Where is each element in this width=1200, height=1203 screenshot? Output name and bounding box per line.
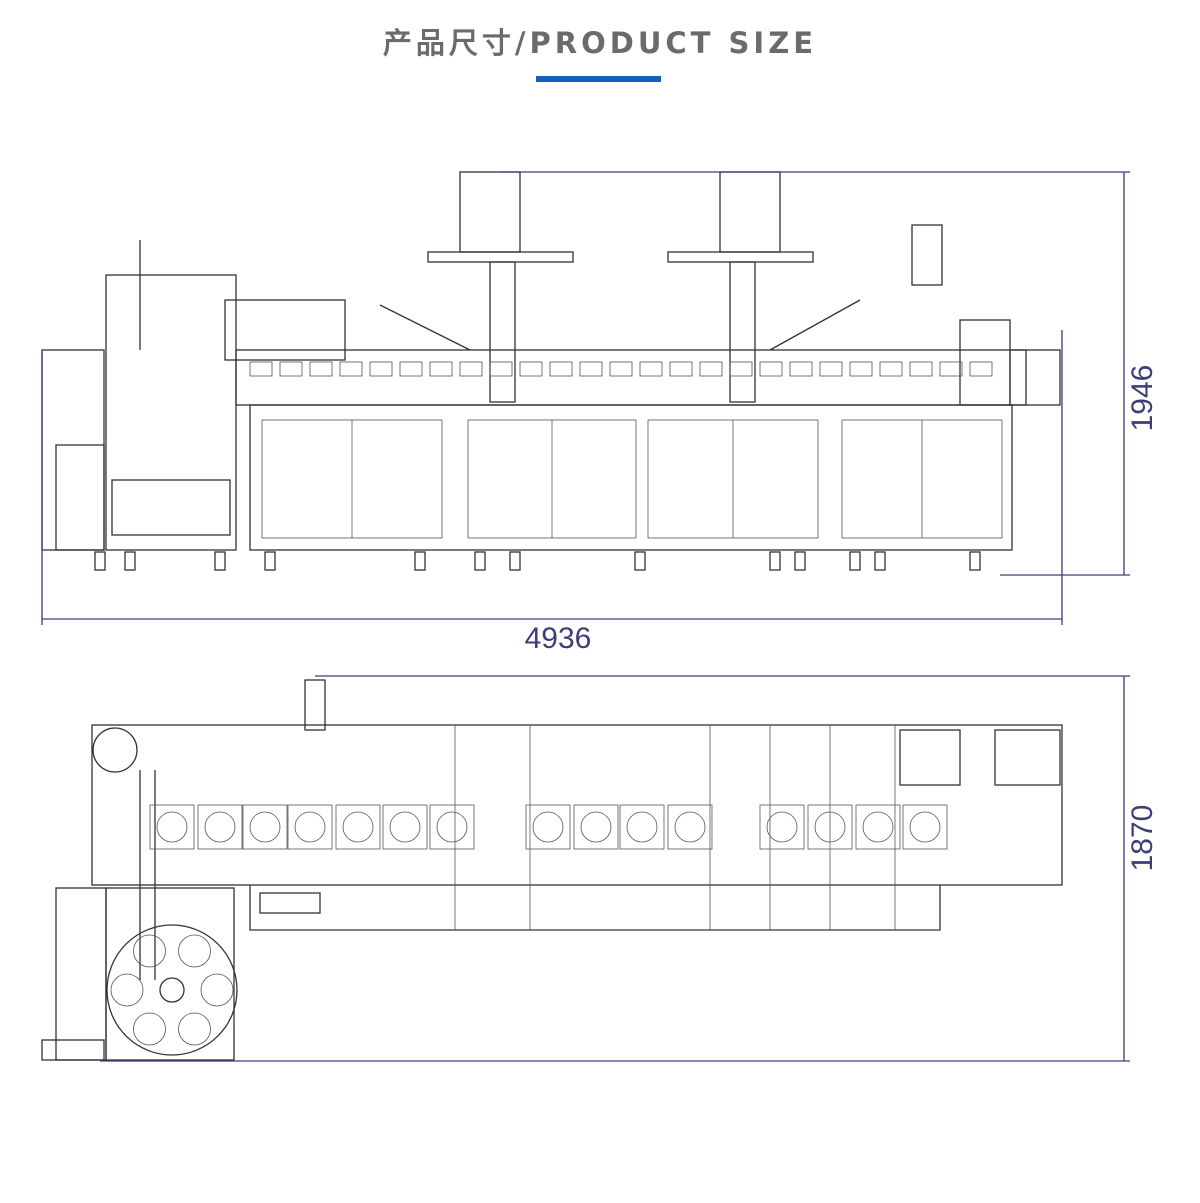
conveyor-fixture (399, 361, 423, 377)
conveyor-fixture (339, 361, 363, 377)
fixture-disc (909, 811, 941, 843)
leveling-foot (849, 551, 861, 571)
fixture-station (855, 804, 901, 850)
conveyor-fixture (909, 361, 933, 377)
rotary-station (200, 973, 234, 1007)
conveyor-fixture (519, 361, 543, 377)
conveyor-fixture (309, 361, 333, 377)
fixture-disc (626, 811, 658, 843)
front-view (41, 171, 1061, 571)
conveyor-fixture (669, 361, 693, 377)
conveyor-fixture (369, 361, 393, 377)
fixture-disc (204, 811, 236, 843)
fixture-disc (580, 811, 612, 843)
length-dimension: 4936 (525, 622, 592, 655)
fixture-station (429, 804, 475, 850)
fixture-disc (342, 811, 374, 843)
leveling-foot (634, 551, 646, 571)
fixture-station (902, 804, 948, 850)
conveyor-fixture (819, 361, 843, 377)
fixture-disc (436, 811, 468, 843)
section-title: 产品尺寸/PRODUCT SIZE (382, 26, 818, 60)
fixture-station (287, 804, 333, 850)
conveyor-fixture (579, 361, 603, 377)
rotary-station (178, 934, 211, 968)
leveling-foot (794, 551, 806, 571)
conveyor-fixture (609, 361, 633, 377)
rotary-station (133, 1012, 166, 1046)
leveling-foot (214, 551, 226, 571)
fixture-disc (156, 811, 188, 843)
fixture-disc (862, 811, 894, 843)
rotary-station (133, 934, 166, 968)
conveyor-fixture (759, 361, 783, 377)
title-underline (536, 76, 661, 82)
conveyor-fixture (789, 361, 813, 377)
leveling-foot (94, 551, 106, 571)
width-dimension: 1870 (1126, 805, 1159, 872)
conveyor-fixture (939, 361, 963, 377)
conveyor-fixture (879, 361, 903, 377)
fixture-station (759, 804, 805, 850)
leveling-foot (414, 551, 426, 571)
fixture-station (197, 804, 243, 850)
fixture-station (525, 804, 571, 850)
fixture-station (242, 804, 288, 850)
fixture-station (573, 804, 619, 850)
conveyor-fixture (549, 361, 573, 377)
conveyor-fixture (489, 361, 513, 377)
fixture-disc (766, 811, 798, 843)
height-dimension: 1946 (1126, 365, 1159, 432)
leveling-foot (769, 551, 781, 571)
fixture-station (335, 804, 381, 850)
conveyor-fixture (849, 361, 873, 377)
conveyor-fixture (969, 361, 993, 377)
fixture-station (382, 804, 428, 850)
dimension-lines (41, 171, 1130, 1062)
fixture-station (667, 804, 713, 850)
fixture-disc (249, 811, 281, 843)
fixture-disc (294, 811, 326, 843)
conveyor-fixture (459, 361, 483, 377)
leveling-foot (264, 551, 276, 571)
fixture-disc (389, 811, 421, 843)
fixture-disc (674, 811, 706, 843)
fixture-disc (532, 811, 564, 843)
leveling-foot (474, 551, 486, 571)
fixture-station (619, 804, 665, 850)
leveling-foot (124, 551, 136, 571)
conveyor-fixture (279, 361, 303, 377)
leveling-foot (509, 551, 521, 571)
conveyor-fixture (639, 361, 663, 377)
conveyor-fixture (429, 361, 453, 377)
top-view (41, 679, 1063, 1061)
leveling-foot (874, 551, 886, 571)
rotary-station (178, 1012, 211, 1046)
conveyor-fixture (729, 361, 753, 377)
leveling-foot (969, 551, 981, 571)
fixture-station (149, 804, 195, 850)
conveyor-fixture (699, 361, 723, 377)
conveyor-fixture (249, 361, 273, 377)
rotary-station (110, 973, 144, 1007)
